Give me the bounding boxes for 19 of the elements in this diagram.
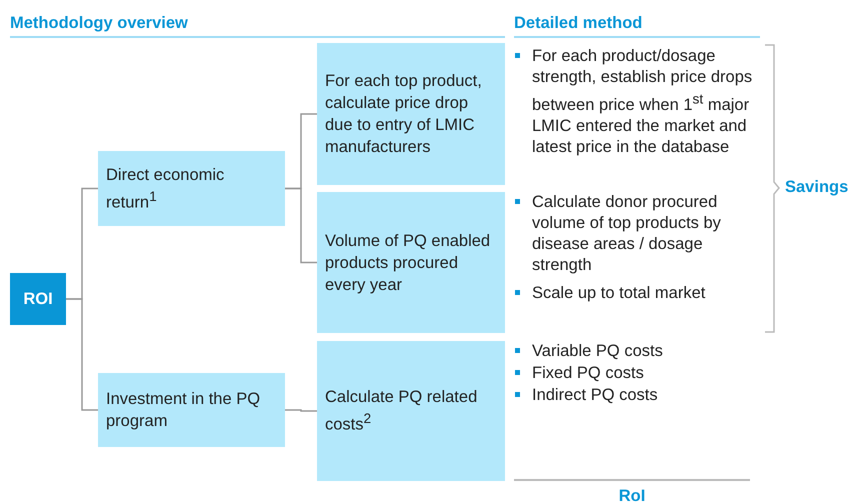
category-box: Investment in the PQ program: [98, 373, 285, 447]
bullet-item: Scale up to total market: [514, 283, 764, 304]
step-box: Volume of PQ enabled products procured every year: [317, 192, 505, 333]
section-heading: Detailed method: [514, 14, 760, 38]
connector-line: [285, 188, 317, 264]
footer-label: RoI: [514, 479, 750, 504]
connector-line: [285, 409, 317, 412]
category-box: Direct economic return$^{1}$: [98, 151, 285, 226]
section-heading: Methodology overview: [10, 14, 505, 38]
step-box: For each top product, calculate price drop due to entry of LMIC manufacturers: [317, 43, 505, 185]
connector-line: [66, 298, 98, 411]
step-box: Calculate PQ related costs$^{2}$: [317, 341, 505, 481]
bullet-item: Variable PQ costs: [514, 341, 764, 362]
bullet-item: Indirect PQ costs: [514, 385, 764, 406]
bullet-item: For each product/dosage strength, establish price drops between price when 1$^{st}$ major LMIC entered the market and latest price in the database: [514, 46, 764, 158]
bullet-item: Fixed PQ costs: [514, 363, 764, 384]
root-box: ROI: [10, 273, 66, 325]
bullet-item: Calculate donor procured volume of top products by disease areas / dosage strength: [514, 192, 764, 276]
bracket-label: Savings: [785, 178, 850, 197]
